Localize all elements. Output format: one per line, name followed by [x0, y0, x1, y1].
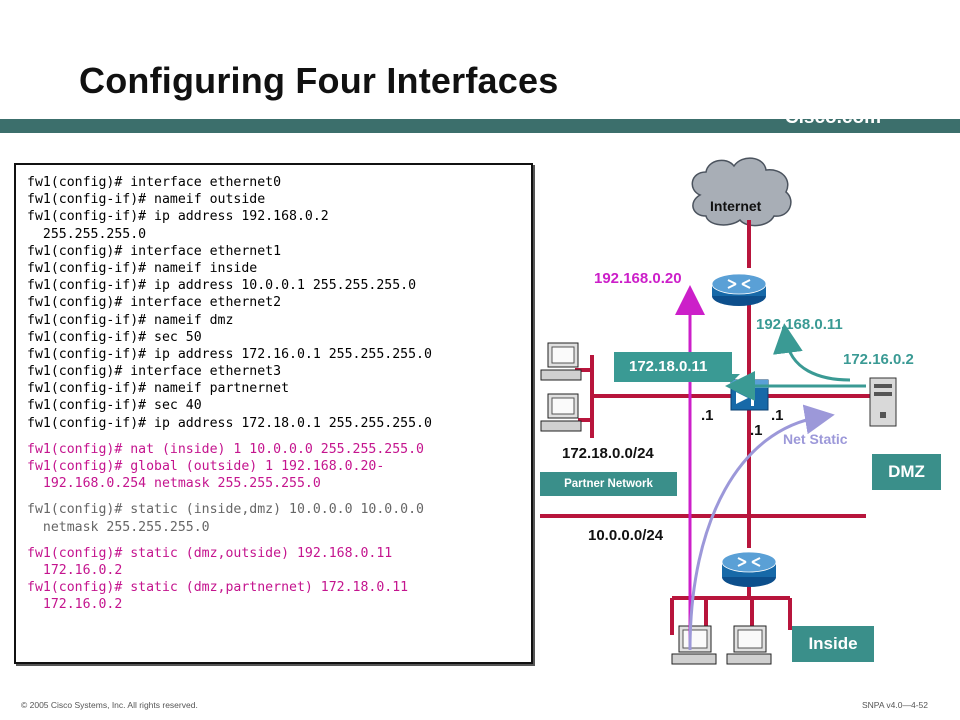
code-line: fw1(config-if)# nameif outside [27, 192, 266, 208]
code-line-static-partner-cont: 172.16.0.2 [27, 597, 123, 613]
ip-192-168-0-11: 192.168.0.11 [756, 316, 843, 333]
code-line: fw1(config-if)# sec 50 [27, 329, 202, 345]
code-line: fw1(config)# interface ethernet3 [27, 364, 282, 380]
slide-title: Configuring Four Interfaces [79, 60, 559, 101]
code-line: fw1(config-if)# ip address 192.168.0.2 [27, 209, 329, 225]
code-line-static-inside-cont: netmask 255.255.255.0 [27, 519, 210, 535]
inside-pc-icon [671, 625, 717, 665]
firewall-if-dot1: .1 [771, 407, 784, 424]
ip-172-18-0-11: 172.18.0.11 [629, 358, 708, 375]
ip-192-168-0-20: 192.168.0.20 [594, 270, 682, 287]
dmz-zone-label: DMZ [872, 454, 941, 490]
code-line: fw1(config)# interface ethernet0 [27, 175, 282, 190]
code-line-static-outside: fw1(config)# static (dmz,outside) 192.16… [27, 545, 393, 561]
code-line-global-cont: 192.168.0.254 netmask 255.255.255.0 [27, 476, 321, 492]
ip-172-18-0-11-box [614, 352, 740, 382]
code-line: fw1(config-if)# ip address 172.16.0.1 25… [27, 346, 432, 362]
ip-172-16-0-2: 172.16.0.2 [843, 351, 914, 368]
code-line-global: fw1(config)# global (outside) 1 192.168.… [27, 459, 385, 474]
firewall-if-dot1: .1 [750, 422, 763, 439]
code-line-static-partner: fw1(config)# static (dmz,partnernet) 172… [27, 580, 409, 596]
net-static-label: Net Static [783, 431, 848, 447]
slide-number-footer: SNPA v4.0—4-52 [862, 700, 928, 710]
title-banner [0, 119, 960, 133]
partner-subnet-label: 172.18.0.0/24 [562, 445, 654, 462]
inside-pc-icon [726, 625, 772, 665]
copyright-footer: © 2005 Cisco Systems, Inc. All rights re… [21, 700, 198, 710]
code-line: fw1(config-if)# ip address 172.18.0.1 25… [27, 415, 432, 431]
cisco-logo-text: Cisco.com [784, 107, 881, 128]
code-line: fw1(config-if)# ip address 10.0.0.1 255.… [27, 278, 417, 294]
code-line: fw1(config-if)# sec 40 [27, 398, 202, 414]
partner-pc-icon [540, 393, 582, 432]
code-line: 255.255.255.0 [27, 226, 147, 242]
code-line-nat: fw1(config)# nat (inside) 1 10.0.0.0 255… [27, 441, 424, 457]
code-line-static-inside: fw1(config)# static (inside,dmz) 10.0.0.… [27, 502, 424, 518]
code-line: fw1(config-if)# nameif dmz [27, 312, 234, 328]
code-line-static-outside-cont: 172.16.0.2 [27, 562, 123, 578]
static-outside-arrow [772, 323, 851, 382]
code-line: fw1(config)# interface ethernet1 [27, 243, 282, 259]
internet-cloud-icon [691, 157, 792, 227]
net-static-arrow [688, 404, 835, 651]
code-line: fw1(config-if)# nameif partnernet [27, 381, 290, 397]
config-code-box: fw1(config)# interface ethernet0 fw1(con… [14, 163, 533, 664]
inside-router-icon [721, 551, 777, 587]
partner-pc-icon [540, 342, 582, 381]
dmz-server-icon [869, 377, 897, 427]
inside-zone-label: Inside [792, 626, 874, 662]
network-segments [540, 220, 870, 635]
partner-network-label: Partner Network [540, 472, 677, 496]
code-line: fw1(config-if)# nameif inside [27, 260, 258, 276]
code-line: fw1(config)# interface ethernet2 [27, 295, 282, 311]
internet-label: Internet [710, 198, 762, 214]
inside-subnet-label: 10.0.0.0/24 [588, 527, 664, 544]
outside-router-icon [711, 273, 767, 306]
firewall-if-dot1: .1 [701, 407, 714, 424]
